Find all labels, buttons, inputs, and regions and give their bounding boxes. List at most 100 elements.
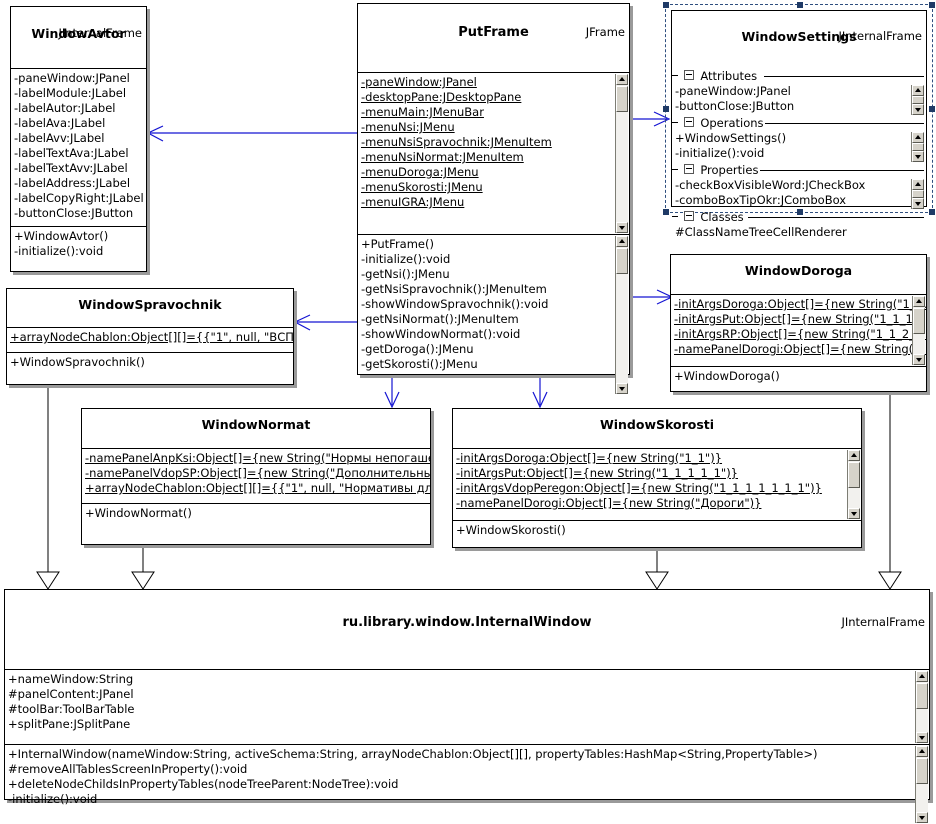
selection-handle-bottom-center[interactable] bbox=[797, 209, 803, 215]
class-name: WindowSkorosti bbox=[599, 417, 715, 432]
operation-row: +deleteNodeChildsInPropertyTables(nodeTr… bbox=[8, 777, 399, 791]
attributes-scrollbar[interactable] bbox=[915, 671, 928, 743]
selection-handle-bottom-right[interactable] bbox=[929, 209, 935, 215]
selection-handle-middle-right[interactable] bbox=[929, 106, 935, 112]
scroll-up-arrow-icon[interactable] bbox=[616, 74, 628, 85]
scroll-down-arrow-icon[interactable] bbox=[848, 508, 860, 519]
collapse-toggle-icon[interactable] bbox=[683, 164, 694, 174]
attributes-compartment[interactable]: -paneWindow:JPanel -desktopPane:JDesktop… bbox=[358, 73, 629, 235]
nested-class-list: #ClassNameTreeCellRenderer bbox=[675, 225, 906, 240]
selection-handle-middle-left[interactable] bbox=[663, 106, 669, 112]
attributes-scrollbar[interactable] bbox=[911, 85, 924, 115]
operations-compartment[interactable]: +WindowNormat() bbox=[82, 504, 430, 552]
selection-handle-top-left[interactable] bbox=[663, 2, 669, 8]
attribute-row: +nameWindow:String bbox=[8, 672, 134, 686]
class-box-putframe[interactable]: JFrame PutFrame -paneWindow:JPanel -desk… bbox=[357, 3, 630, 394]
attributes-compartment[interactable]: -paneWindow:JPanel -labelModule:JLabel -… bbox=[11, 69, 146, 227]
scrollbar-thumb[interactable] bbox=[616, 86, 628, 112]
scroll-down-arrow-icon[interactable] bbox=[616, 383, 628, 394]
operations-compartment[interactable]: +WindowSettings() -initialize():void bbox=[672, 131, 926, 163]
dependency-putframe-to-windowavtor bbox=[146, 125, 357, 142]
properties-scrollbar[interactable] bbox=[911, 179, 924, 209]
selection-handle-bottom-left[interactable] bbox=[663, 209, 669, 215]
scrollbar-thumb[interactable] bbox=[848, 462, 860, 488]
operation-row: +WindowNormat() bbox=[85, 506, 192, 520]
selection-frame-windowsettings[interactable] bbox=[663, 2, 935, 215]
scroll-up-arrow-icon[interactable] bbox=[916, 746, 928, 757]
operation-list: +WindowSettings() -initialize():void bbox=[675, 131, 906, 161]
scroll-up-arrow-icon[interactable] bbox=[848, 450, 860, 461]
operations-scrollbar[interactable] bbox=[915, 746, 928, 823]
operations-scrollbar[interactable] bbox=[911, 132, 924, 162]
group-line-left bbox=[672, 169, 678, 170]
class-header: JInternalFrame WindowAvtor bbox=[11, 26, 146, 69]
attributes-compartment[interactable]: -initArgsDoroga:Object[]={new String("1_… bbox=[453, 449, 861, 521]
operation-row: -initialize():void bbox=[675, 146, 765, 160]
group-separator-attributes[interactable]: Attributes bbox=[672, 69, 926, 84]
attribute-row: -menuDoroga:JMenu bbox=[361, 165, 479, 179]
scroll-down-arrow-icon[interactable] bbox=[912, 104, 924, 115]
scroll-up-arrow-icon[interactable] bbox=[916, 671, 928, 682]
operation-list: +PutFrame() -initialize():void -getNsi()… bbox=[361, 237, 613, 372]
scrollbar-thumb[interactable] bbox=[913, 308, 925, 334]
attributes-compartment[interactable]: +nameWindow:String #panelContent:JPanel … bbox=[5, 670, 929, 745]
attributes-compartment[interactable]: +arrayNodeChablon:Object[][]={{"1", null… bbox=[7, 328, 293, 353]
scrollbar-thumb[interactable] bbox=[916, 758, 928, 784]
attributes-scrollbar[interactable] bbox=[912, 296, 925, 365]
group-separator-operations[interactable]: Operations bbox=[672, 116, 926, 131]
attributes-compartment[interactable]: -initArgsDoroga:Object[]={new String("1_… bbox=[671, 295, 926, 367]
operations-compartment[interactable]: +WindowAvtor() -initialize():void bbox=[11, 227, 146, 290]
scrollbar-thumb[interactable] bbox=[916, 683, 928, 709]
attributes-compartment[interactable]: -paneWindow:JPanel -buttonClose:JButton bbox=[672, 84, 926, 116]
scroll-down-arrow-icon[interactable] bbox=[912, 198, 924, 209]
scroll-down-arrow-icon[interactable] bbox=[616, 222, 628, 233]
class-name: WindowDoroga bbox=[744, 263, 853, 278]
scroll-up-arrow-icon[interactable] bbox=[913, 296, 925, 307]
scroll-down-arrow-icon[interactable] bbox=[912, 151, 924, 162]
operation-row: +WindowDoroga() bbox=[674, 369, 780, 383]
class-box-windowsettings[interactable]: JInternalFrame WindowSettings Attributes… bbox=[671, 10, 927, 239]
attribute-list: +arrayNodeChablon:Object[][]={{"1", null… bbox=[10, 330, 293, 345]
scroll-down-arrow-icon[interactable] bbox=[916, 812, 928, 823]
class-box-internalwindow[interactable]: JInternalFrame ru.library.window.Interna… bbox=[4, 589, 930, 823]
collapse-toggle-icon[interactable] bbox=[683, 211, 694, 221]
class-box-windowspravochnik[interactable]: WindowSpravochnik +arrayNodeChablon:Obje… bbox=[6, 288, 294, 385]
selection-handle-top-center[interactable] bbox=[797, 2, 803, 8]
operation-row: +WindowAvtor() bbox=[14, 229, 109, 243]
scrollbar-thumb[interactable] bbox=[912, 143, 924, 151]
attributes-compartment[interactable]: -namePanelAnpKsi:Object[]={new String("Н… bbox=[82, 449, 430, 504]
scroll-up-arrow-icon[interactable] bbox=[912, 179, 924, 190]
operations-compartment[interactable]: +InternalWindow(nameWindow:String, activ… bbox=[5, 745, 929, 824]
scrollbar-thumb[interactable] bbox=[912, 190, 924, 198]
operations-scrollbar[interactable] bbox=[615, 236, 628, 394]
operations-compartment[interactable]: +WindowDoroga() bbox=[671, 367, 926, 399]
attribute-row: -namePanelVdopSP:Object[]={new String("Д… bbox=[85, 466, 430, 480]
scroll-up-arrow-icon[interactable] bbox=[912, 85, 924, 96]
scroll-down-arrow-icon[interactable] bbox=[913, 354, 925, 365]
attributes-scrollbar[interactable] bbox=[615, 74, 628, 233]
group-separator-properties[interactable]: Properties bbox=[672, 163, 926, 178]
class-box-windowskorosti[interactable]: WindowSkorosti -initArgsDoroga:Object[]=… bbox=[452, 408, 862, 548]
operations-compartment[interactable]: +WindowSkorosti() bbox=[453, 521, 861, 555]
collapse-toggle-icon[interactable] bbox=[683, 117, 694, 127]
attributes-scrollbar[interactable] bbox=[847, 450, 860, 519]
class-box-windowdoroga[interactable]: WindowDoroga -initArgsDoroga:Object[]={n… bbox=[670, 254, 927, 392]
classes-compartment[interactable]: #ClassNameTreeCellRenderer bbox=[672, 225, 926, 241]
operations-compartment[interactable]: +PutFrame() -initialize():void -getNsi()… bbox=[358, 235, 629, 395]
operation-row: -showWindowSpravochnik():void bbox=[361, 297, 549, 311]
scroll-up-arrow-icon[interactable] bbox=[912, 132, 924, 143]
collapse-toggle-icon[interactable] bbox=[683, 70, 694, 80]
scroll-down-arrow-icon[interactable] bbox=[916, 732, 928, 743]
class-box-windowavtor[interactable]: JInternalFrame WindowAvtor -paneWindow:J… bbox=[10, 6, 147, 272]
attribute-row: -paneWindow:JPanel bbox=[14, 71, 130, 85]
scrollbar-thumb[interactable] bbox=[616, 248, 628, 274]
selection-handle-top-right[interactable] bbox=[929, 2, 935, 8]
properties-compartment[interactable]: -checkBoxVisibleWord:JCheckBox -comboBox… bbox=[672, 178, 926, 210]
scroll-up-arrow-icon[interactable] bbox=[616, 236, 628, 247]
operations-compartment[interactable]: +WindowSpravochnik() bbox=[7, 353, 293, 392]
class-box-windownormat[interactable]: WindowNormat -namePanelAnpKsi:Object[]={… bbox=[81, 408, 431, 545]
scrollbar-thumb[interactable] bbox=[912, 96, 924, 104]
operation-row: +PutFrame() bbox=[361, 237, 434, 251]
group-separator-classes[interactable]: Classes bbox=[672, 210, 926, 225]
operation-list: +WindowDoroga() bbox=[674, 369, 926, 384]
